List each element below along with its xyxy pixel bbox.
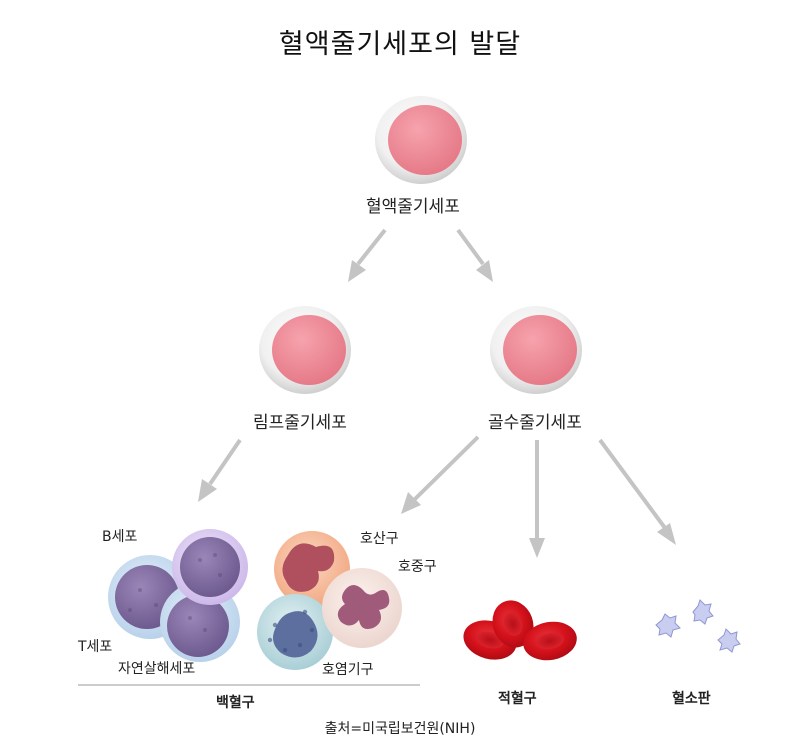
label-b-cell: B세포 [102,529,138,545]
arrow-to-white-blood-cells-lymphoid-icon [198,438,242,502]
platelets-icon [655,599,741,653]
source-credit: 출처=미국립보건원(NIH) [324,721,476,737]
granulocyte-group-icon [257,531,402,670]
label-platelets: 혈소판 [672,691,711,707]
label-white-blood-cells: 백혈구 [216,695,255,711]
label-nk-cell: 자연살해세포 [118,661,196,677]
label-lymphoid-stem-cell: 림프줄기세포 [253,413,347,433]
label-basophil: 호염기구 [322,662,374,678]
red-blood-cells-icon [463,600,577,661]
label-eosinophil: 호산구 [360,531,399,547]
arrow-to-platelets-icon [598,438,676,545]
arrow-to-lymphoid-icon [348,228,387,282]
arrow-to-red-blood-cells-icon [529,440,545,558]
b-cell-icon [172,529,248,605]
page-title: 혈액줄기세포의 발달 [278,29,522,60]
arrow-to-white-blood-cells-myeloid-icon [401,435,480,514]
lymphoid-stem-cell-icon [259,306,351,394]
label-neutrophil: 호중구 [398,559,437,575]
hematopoietic-stem-cell-icon [375,96,467,184]
label-t-cell: T세포 [78,639,113,655]
neutrophil-icon [322,568,402,648]
label-myeloid-stem-cell: 골수줄기세포 [488,413,582,433]
lymphocyte-group-icon [108,529,248,662]
arrow-to-myeloid-icon [456,228,493,282]
myeloid-stem-cell-icon [490,306,582,394]
basophil-icon [257,594,333,670]
label-red-blood-cells: 적혈구 [498,691,537,707]
label-hematopoietic-stem-cell: 혈액줄기세포 [366,197,460,217]
